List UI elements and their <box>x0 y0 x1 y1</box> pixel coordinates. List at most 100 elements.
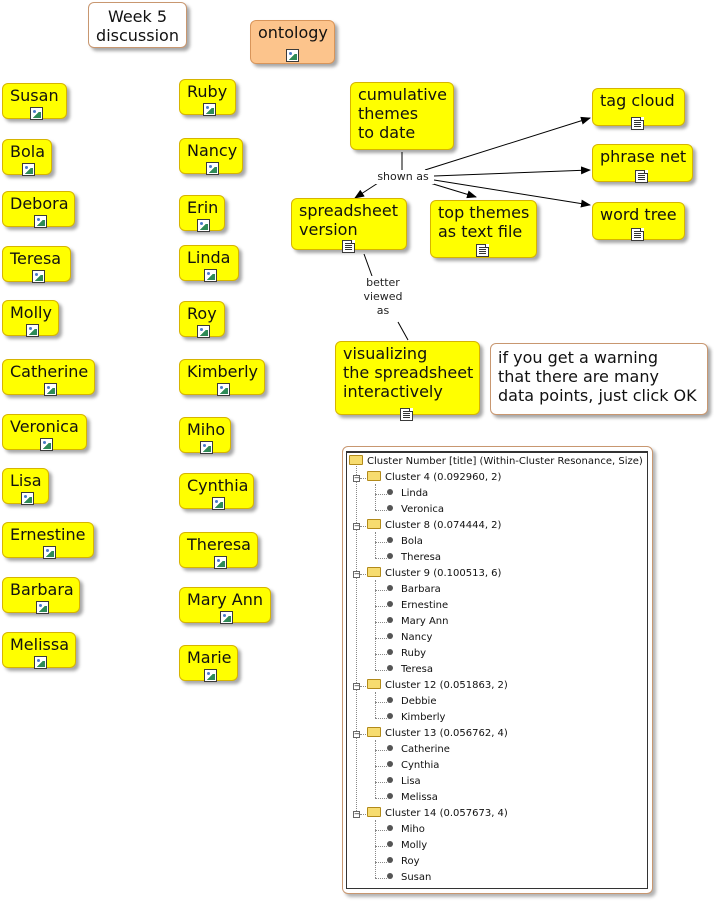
tree-member[interactable]: Miho <box>387 822 425 838</box>
image-icon[interactable] <box>21 492 34 505</box>
tree-member[interactable]: Mary Ann <box>387 614 448 630</box>
left-name-node[interactable]: Bola <box>2 139 52 176</box>
tree-root[interactable]: Cluster Number [title] (Within-Cluster R… <box>349 454 643 470</box>
tree-cluster[interactable]: Cluster 8 (0.074444, 2) <box>367 518 501 534</box>
image-icon[interactable] <box>217 383 230 396</box>
tree-member[interactable]: Debbie <box>387 694 436 710</box>
image-icon[interactable] <box>43 546 56 559</box>
tree-member[interactable]: Theresa <box>387 550 441 566</box>
image-icon[interactable] <box>30 107 43 120</box>
collapse-toggle-icon[interactable]: − <box>353 730 360 738</box>
tree-member-label: Linda <box>401 488 429 499</box>
right-name-node[interactable]: Ruby <box>179 79 236 116</box>
right-name-node[interactable]: Marie <box>179 645 238 682</box>
document-icon[interactable] <box>631 228 644 241</box>
tree-member[interactable]: Cynthia <box>387 758 439 774</box>
left-name-node[interactable]: Melissa <box>2 632 76 669</box>
ontology-node[interactable]: ontology <box>250 20 335 64</box>
image-icon[interactable] <box>212 497 225 510</box>
right-name-node[interactable]: Linda <box>179 245 239 282</box>
phrase-net-node[interactable]: phrase net <box>592 144 693 183</box>
tree-member[interactable]: Roy <box>387 854 420 870</box>
tree-member[interactable]: Veronica <box>387 502 444 518</box>
week5-note[interactable]: Week 5 discussion <box>88 2 187 48</box>
cumulative-themes-node[interactable]: cumulative themes to date <box>350 82 454 150</box>
right-name-node[interactable]: Miho <box>179 417 231 454</box>
left-name-node[interactable]: Ernestine <box>2 522 94 559</box>
tree-member[interactable]: Bola <box>387 534 423 550</box>
left-name-node[interactable]: Barbara <box>2 577 80 614</box>
image-icon[interactable] <box>203 103 216 116</box>
tree-member[interactable]: Susan <box>387 870 431 886</box>
tree-member[interactable]: Melissa <box>387 790 438 806</box>
image-icon[interactable] <box>197 219 210 232</box>
image-icon[interactable] <box>22 163 35 176</box>
left-name-node[interactable]: Teresa <box>2 246 71 283</box>
collapse-toggle-icon[interactable]: − <box>353 474 360 482</box>
right-name-node[interactable]: Roy <box>179 301 225 338</box>
right-name-node[interactable]: Kimberly <box>179 359 265 396</box>
collapse-toggle-icon[interactable]: − <box>353 682 360 690</box>
tree-cluster[interactable]: Cluster 4 (0.092960, 2) <box>367 470 501 486</box>
collapse-toggle-icon[interactable]: − <box>353 810 360 818</box>
tree-member[interactable]: Molly <box>387 838 427 854</box>
document-icon[interactable] <box>635 170 648 183</box>
right-name-node[interactable]: Theresa <box>179 532 258 569</box>
tree-member[interactable]: Linda <box>387 486 428 502</box>
left-name-node[interactable]: Veronica <box>2 414 87 451</box>
tree-member[interactable]: Kimberly <box>387 710 445 726</box>
tree-member[interactable]: Teresa <box>387 662 433 678</box>
warning-note[interactable]: if you get a warning that there are many… <box>490 343 708 415</box>
right-name-node[interactable]: Erin <box>179 195 225 232</box>
image-icon[interactable] <box>204 669 217 682</box>
document-icon[interactable] <box>342 240 355 253</box>
document-icon[interactable] <box>476 244 489 257</box>
left-name-node[interactable]: Molly <box>2 300 59 337</box>
left-name-node[interactable]: Susan <box>2 83 67 120</box>
image-icon[interactable] <box>34 215 47 228</box>
image-icon[interactable] <box>36 601 49 614</box>
document-icon[interactable] <box>631 117 644 130</box>
tree-member[interactable]: Catherine <box>387 742 450 758</box>
image-icon[interactable] <box>34 656 47 669</box>
document-icon[interactable] <box>400 408 413 421</box>
cluster-tree[interactable]: Cluster Number [title] (Within-Cluster R… <box>346 451 648 889</box>
collapse-toggle-icon[interactable]: − <box>353 570 360 578</box>
tree-member[interactable]: Barbara <box>387 582 441 598</box>
right-name-node[interactable]: Cynthia <box>179 473 254 510</box>
left-name-node[interactable]: Debora <box>2 191 75 228</box>
spreadsheet-version-node[interactable]: spreadsheet version <box>291 198 407 253</box>
left-name-node[interactable]: Catherine <box>2 359 95 396</box>
right-name-node[interactable]: Mary Ann <box>179 587 271 624</box>
word-tree-node[interactable]: word tree <box>592 202 685 241</box>
top-themes-node[interactable]: top themes as text file <box>430 200 537 258</box>
tree-cluster[interactable]: Cluster 14 (0.057673, 4) <box>367 806 508 822</box>
image-icon[interactable] <box>26 324 39 337</box>
image-icon[interactable] <box>197 325 210 338</box>
person-name-label: Debora <box>10 194 69 213</box>
tree-cluster[interactable]: Cluster 12 (0.051863, 2) <box>367 678 508 694</box>
image-icon[interactable] <box>220 611 233 624</box>
tree-member[interactable]: Ruby <box>387 646 426 662</box>
tree-cluster[interactable]: Cluster 9 (0.100513, 6) <box>367 566 501 582</box>
left-name-node[interactable]: Lisa <box>2 468 49 505</box>
tree-member[interactable]: Ernestine <box>387 598 448 614</box>
image-icon[interactable] <box>286 49 299 62</box>
leaf-bullet-icon <box>387 553 393 559</box>
right-name-node[interactable]: Nancy <box>179 138 243 175</box>
image-icon[interactable] <box>214 556 227 569</box>
ontology-label: ontology <box>258 23 328 42</box>
image-icon[interactable] <box>204 269 217 282</box>
image-icon[interactable] <box>44 383 57 396</box>
tree-connector <box>360 574 366 575</box>
image-icon[interactable] <box>206 162 219 175</box>
tag-cloud-node[interactable]: tag cloud <box>592 88 685 130</box>
tree-member[interactable]: Nancy <box>387 630 432 646</box>
image-icon[interactable] <box>200 441 213 454</box>
image-icon[interactable] <box>40 438 53 451</box>
collapse-toggle-icon[interactable]: − <box>353 522 360 530</box>
image-icon[interactable] <box>32 270 45 283</box>
tree-cluster[interactable]: Cluster 13 (0.056762, 4) <box>367 726 508 742</box>
visualizing-node[interactable]: visualizing the spreadsheet interactivel… <box>335 341 480 421</box>
tree-member[interactable]: Lisa <box>387 774 421 790</box>
